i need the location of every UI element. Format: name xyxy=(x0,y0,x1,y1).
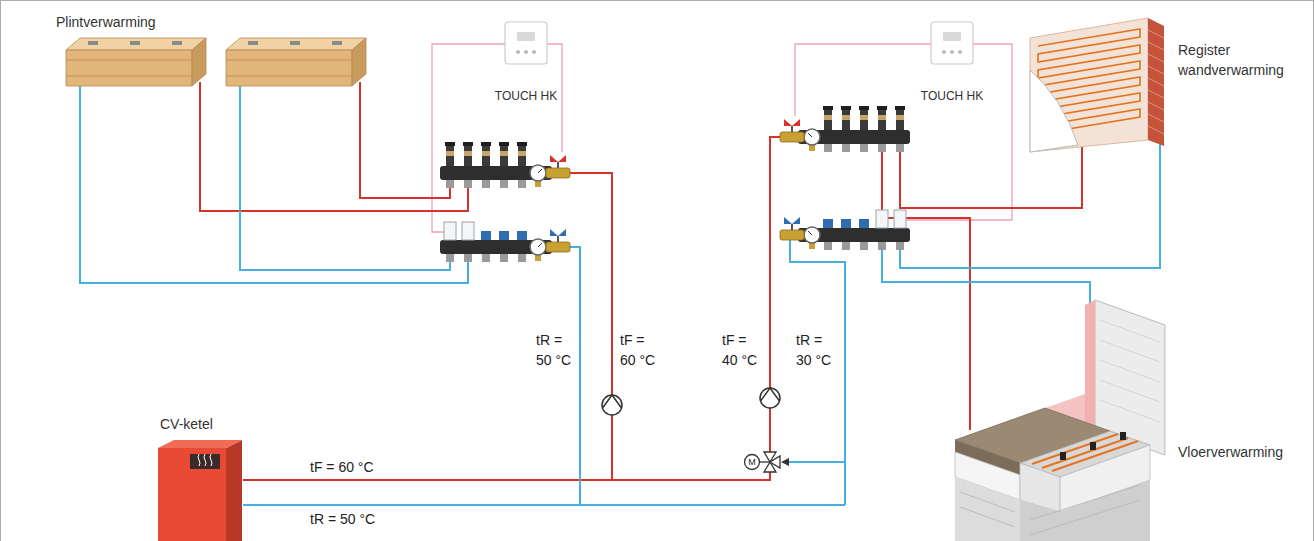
floor-heating-section xyxy=(960,485,1140,535)
component-name: TOUCH HK xyxy=(921,86,983,106)
component-label: Plintverwarming xyxy=(56,12,156,32)
boiler xyxy=(190,454,220,469)
component-label: TOUCH HK xyxy=(921,86,983,106)
thermostat-wire xyxy=(432,44,1012,232)
pump-symbol xyxy=(603,395,622,408)
supply-pipe xyxy=(900,146,1082,208)
floor-heating-section xyxy=(1060,432,1126,460)
component-name: TOUCH HK xyxy=(495,86,557,106)
component-label: Vloerverwarming xyxy=(1178,442,1283,462)
component-name: Register wandverwarming xyxy=(1178,40,1306,80)
mixing-valve xyxy=(759,461,770,462)
temperature-label: tF = 60 °C xyxy=(620,330,660,370)
pump-symbol xyxy=(602,388,780,415)
boiler xyxy=(158,448,226,541)
temperature-label: tF = 40 °C xyxy=(722,330,762,370)
flow-arrow xyxy=(781,458,789,466)
floor-heating-section xyxy=(1060,452,1066,460)
supply-pipe xyxy=(360,82,450,198)
pump-symbol xyxy=(602,395,622,415)
label-text: tR = 50 °C xyxy=(310,509,375,529)
component-label: Register wandverwarming xyxy=(1178,40,1306,80)
pump-symbol xyxy=(761,388,780,401)
temperature-label: tR = 50 °C xyxy=(310,509,375,529)
label-text: tR = 50 °C xyxy=(536,330,576,370)
label-text: tF = 40 °C xyxy=(722,330,762,370)
return-pipe xyxy=(570,247,580,505)
mixing-valve xyxy=(745,455,760,470)
floor-heating-section xyxy=(1100,320,1160,422)
temperature-label: tF = 60 °C xyxy=(310,457,374,477)
component-name: Vloerverwarming xyxy=(1178,442,1283,462)
return-pipe xyxy=(900,144,1160,268)
floor-heating-section xyxy=(955,300,1165,541)
return-pipe xyxy=(882,250,1090,420)
skirting-heater xyxy=(66,38,206,86)
wall-heating-register xyxy=(1148,30,1164,134)
component-name: CV-ketel xyxy=(160,414,213,434)
supply-pipe xyxy=(570,173,612,480)
temperature-label: M xyxy=(748,458,756,467)
temperature-label: tR = 50 °C xyxy=(536,330,576,370)
supply-manifold xyxy=(780,106,910,152)
boiler xyxy=(158,440,242,541)
wall-heating-register xyxy=(1148,18,1164,146)
thermostat-wire xyxy=(795,44,931,116)
return-pipe xyxy=(80,86,468,283)
floor-heating-section xyxy=(1090,442,1096,450)
temperature-label: tR = 30 °C xyxy=(796,330,836,370)
pump-symbol xyxy=(760,388,780,408)
supply-manifold xyxy=(440,142,570,188)
return-pipe xyxy=(240,86,450,270)
mixing-valve xyxy=(745,452,781,472)
room-thermostat xyxy=(931,22,973,64)
wall-heating-register xyxy=(1030,18,1148,152)
boiler xyxy=(226,440,242,541)
thermostat-wire xyxy=(906,44,1012,220)
return-pipe xyxy=(790,239,845,505)
component-name: Plintverwarming xyxy=(56,12,156,32)
component-label: TOUCH HK xyxy=(495,86,557,106)
wall-heating-register xyxy=(1030,18,1164,152)
floor-heating-section xyxy=(1120,432,1126,440)
label-text: M xyxy=(748,458,756,467)
boiler xyxy=(198,454,212,466)
skirting-heater xyxy=(226,38,366,86)
component-label: CV-ketel xyxy=(160,414,213,434)
boiler xyxy=(158,440,242,448)
label-text: tF = 60 °C xyxy=(310,457,374,477)
supply-pipe xyxy=(882,152,970,430)
return-manifold xyxy=(440,222,570,262)
return-pipe xyxy=(789,461,845,463)
room-thermostat xyxy=(505,22,547,64)
mixing-valve xyxy=(770,456,780,468)
return-pipe xyxy=(243,504,845,506)
label-text: tR = 30 °C xyxy=(796,330,836,370)
label-text: tF = 60 °C xyxy=(620,330,660,370)
floor-heating-section xyxy=(1085,300,1095,435)
return-manifold xyxy=(780,210,910,250)
wall-heating-register xyxy=(1030,70,1078,152)
